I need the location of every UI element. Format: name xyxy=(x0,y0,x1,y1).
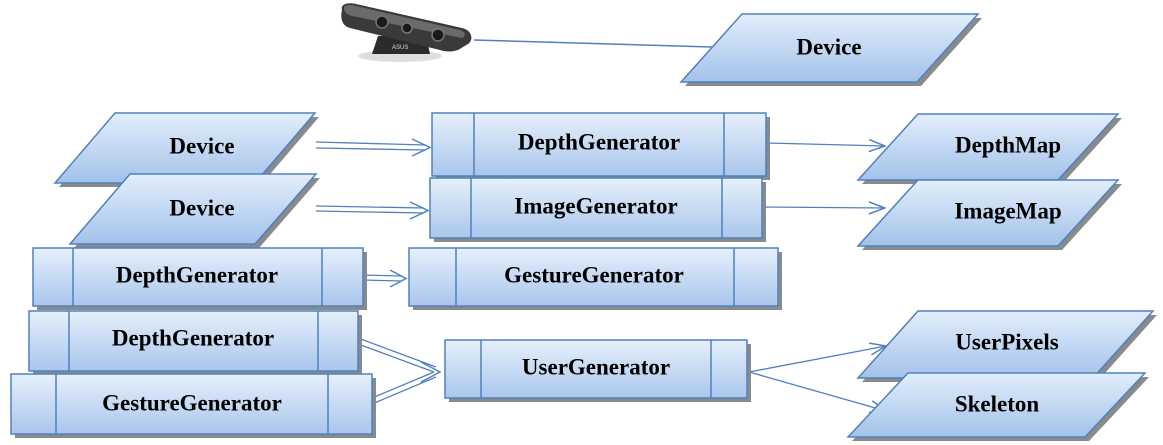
row1-generator-label: DepthGenerator xyxy=(518,129,680,154)
top-device-label: Device xyxy=(796,34,861,59)
row2-input-label: Device xyxy=(169,195,234,220)
row4-generator-node: UserGenerator xyxy=(444,339,751,402)
row3-input-arrow xyxy=(361,269,408,288)
row1-output-arrow xyxy=(766,143,885,146)
row3-input-label: DepthGenerator xyxy=(116,262,278,287)
row4-generator-label: UserGenerator xyxy=(522,354,670,379)
row4-input-a-arrow xyxy=(357,337,437,373)
row2-output-node: ImageMap xyxy=(856,179,1122,250)
kinect-depth-sensor-icon: ASUS xyxy=(341,3,472,62)
row2-output-arrow xyxy=(762,207,885,208)
row1-input-label: Device xyxy=(169,133,234,158)
row3-generator-label: GestureGenerator xyxy=(504,262,684,287)
row4-input-a-label: DepthGenerator xyxy=(112,325,274,350)
row4-input-b-label: GestureGenerator xyxy=(102,390,282,415)
row1-input-arrow xyxy=(315,138,432,157)
row4-output-b-node: Skeleton xyxy=(846,372,1149,441)
row4-input-arrowhead xyxy=(420,361,442,383)
row2-output-label: ImageMap xyxy=(954,198,1061,223)
row2-input-node: Device xyxy=(68,173,320,248)
row3-input-node: DepthGenerator xyxy=(32,247,367,310)
sensor-to-device-line xyxy=(473,39,713,48)
row4-output-a-node: UserPixels xyxy=(856,310,1157,382)
row1-output-node: DepthMap xyxy=(856,113,1122,184)
row4-input-b-arrow xyxy=(371,371,437,405)
row4-output-b-arrow xyxy=(748,371,886,411)
row3-generator-node: GestureGenerator xyxy=(408,247,782,310)
row4-output-a-arrow xyxy=(748,346,886,373)
row4-input-a-node: DepthGenerator xyxy=(28,310,362,375)
row2-generator-node: ImageGenerator xyxy=(429,177,766,242)
top-device-node: Device xyxy=(679,13,982,86)
row2-input-arrow xyxy=(315,201,430,220)
row1-generator-node: DepthGenerator xyxy=(431,112,770,180)
row1-output-label: DepthMap xyxy=(955,132,1061,157)
connectors xyxy=(315,39,886,411)
row2-generator-label: ImageGenerator xyxy=(514,193,678,218)
row4-output-a-label: UserPixels xyxy=(955,329,1059,354)
sensor-brand: ASUS xyxy=(392,45,408,51)
row4-output-b-label: Skeleton xyxy=(955,391,1040,416)
row4-input-b-node: GestureGenerator xyxy=(10,373,376,438)
